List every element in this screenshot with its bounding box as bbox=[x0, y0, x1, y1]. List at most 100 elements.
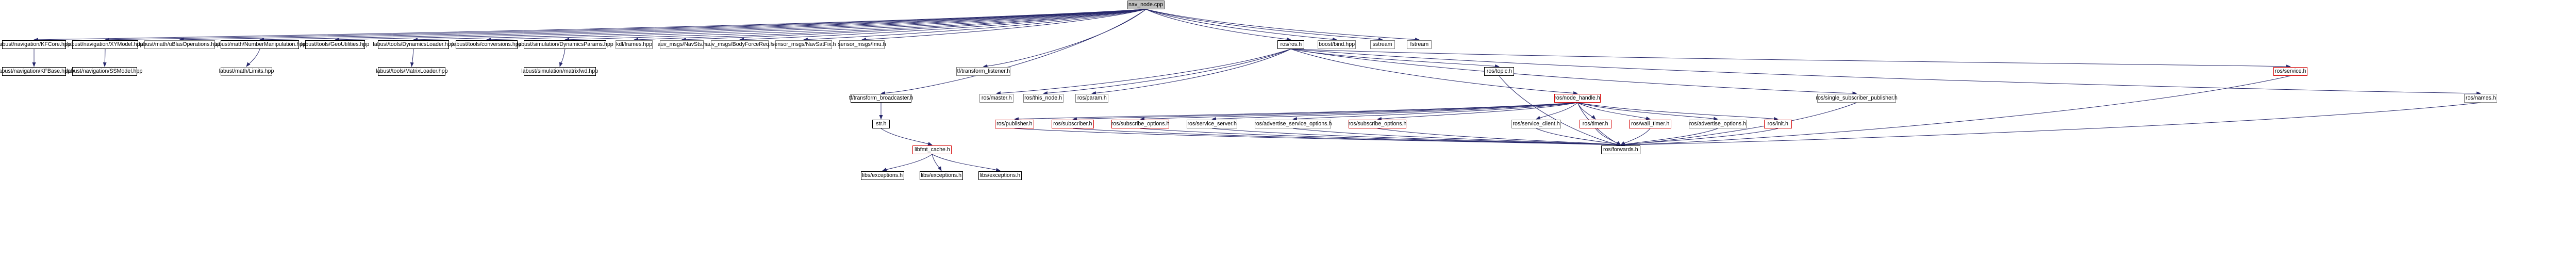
graph-edge bbox=[1211, 128, 1621, 147]
graph-edge bbox=[932, 154, 942, 171]
graph-edge bbox=[1145, 9, 1420, 41]
graph-node[interactable]: kdl/frames.hpp bbox=[616, 40, 653, 49]
graph-node[interactable]: tf/transform_broadcaster.h bbox=[849, 94, 913, 103]
graph-node[interactable]: sensor_msgs/NavSatFix.h bbox=[772, 40, 836, 49]
graph-edge bbox=[1536, 128, 1621, 146]
graph-node-label: kdl/frames.hpp bbox=[616, 41, 652, 47]
graph-node[interactable]: ros/service_server.h bbox=[1187, 120, 1237, 128]
graph-edge bbox=[880, 128, 933, 145]
graph-node-label: auv_msgs/NavSts.h bbox=[657, 41, 706, 47]
graph-node-label: sstream bbox=[1373, 41, 1392, 47]
graph-node-label: ros/subscriber.h bbox=[1053, 121, 1092, 127]
graph-node[interactable]: ros/single_subscriber_publisher.h bbox=[1816, 94, 1898, 103]
graph-edge bbox=[1292, 102, 1578, 121]
graph-node[interactable]: labust/tools/conversions.hpp bbox=[452, 40, 521, 49]
graph-node-label: boost/bind.hpp bbox=[1319, 41, 1355, 47]
graph-node[interactable]: ros/timer.h bbox=[1580, 120, 1611, 128]
graph-node[interactable]: labust/math/Limits.hpp bbox=[219, 67, 274, 76]
graph-edge bbox=[1377, 128, 1621, 147]
graph-edge bbox=[34, 9, 1146, 42]
graph-node[interactable]: labust/math/uBlasOperations.hpp bbox=[139, 40, 220, 49]
graph-edge bbox=[1043, 48, 1291, 95]
graph-edge bbox=[259, 9, 1146, 42]
graph-node[interactable]: ros/subscribe_options.h bbox=[1111, 120, 1169, 128]
graph-node[interactable]: boost/bind.hpp bbox=[1318, 40, 1356, 49]
graph-node[interactable]: labust/simulation/matrixfwd.hpp bbox=[521, 67, 599, 76]
graph-edge bbox=[105, 9, 1146, 42]
graph-node-label: labust/tools/conversions.hpp bbox=[452, 41, 522, 47]
graph-node-label: ros/single_subscriber_publisher.h bbox=[1816, 95, 1898, 101]
graph-node-label: ros/node_handle.h bbox=[1554, 95, 1601, 101]
graph-edge bbox=[1091, 48, 1291, 95]
graph-node[interactable]: ros/service_client.h bbox=[1511, 120, 1561, 128]
graph-edge bbox=[1595, 128, 1621, 145]
graph-node[interactable]: labust/tools/GeoUtilities.hpp bbox=[301, 40, 369, 49]
graph-node-label: labust/navigation/KFBase.hpp bbox=[0, 68, 71, 74]
graph-node[interactable]: ros/forwards.h bbox=[1601, 145, 1640, 154]
graph-node[interactable]: ros/master.h bbox=[979, 94, 1013, 103]
graph-node[interactable]: fstream bbox=[1407, 40, 1432, 49]
graph-node[interactable]: ros/wall_timer.h bbox=[1629, 120, 1671, 128]
graph-node[interactable]: ros/param.h bbox=[1075, 94, 1108, 103]
graph-node[interactable]: sensor_msgs/Imu.h bbox=[838, 40, 886, 49]
graph-node[interactable]: libs/exceptions.h bbox=[920, 171, 963, 180]
graph-edge bbox=[1577, 102, 1651, 120]
graph-node[interactable]: labust/navigation/KFCore.hpp bbox=[0, 40, 70, 49]
graph-node[interactable]: libs/exceptions.h bbox=[861, 171, 904, 180]
graph-edge bbox=[803, 9, 1146, 42]
graph-edge bbox=[1577, 102, 1779, 121]
graph-node[interactable]: ros/this_node.h bbox=[1023, 94, 1063, 103]
graph-node-label: libs/exceptions.h bbox=[862, 172, 903, 178]
graph-node-label: ros/subscribe_options.h bbox=[1348, 121, 1407, 127]
graph-node[interactable]: tf/transform_listener.h bbox=[956, 67, 1010, 76]
graph-edge bbox=[1499, 75, 1621, 147]
graph-node[interactable]: labust/navigation/KFBase.hpp bbox=[0, 67, 71, 76]
graph-node[interactable]: ros/subscriber.h bbox=[1052, 120, 1094, 128]
graph-node-label: labust/simulation/matrixfwd.hpp bbox=[521, 68, 599, 74]
graph-node[interactable]: libfmt_cache.h bbox=[912, 145, 952, 154]
graph-node[interactable]: ros/names.h bbox=[2464, 94, 2497, 103]
graph-node[interactable]: ros/advertise_options.h bbox=[1689, 120, 1747, 128]
graph-edge bbox=[1145, 9, 1383, 41]
graph-node-label: libs/exceptions.h bbox=[979, 172, 1021, 178]
graph-node[interactable]: ros/subscribe_options.h bbox=[1349, 120, 1406, 128]
graph-node-label: sensor_msgs/NavSatFix.h bbox=[771, 41, 836, 47]
graph-node-label: labust/math/NumberManipulation.hpp bbox=[214, 41, 306, 47]
graph-node[interactable]: auv_msgs/BodyForceReq.h bbox=[706, 40, 774, 49]
graph-node-label: ros/service.h bbox=[2274, 68, 2306, 74]
graph-node[interactable]: labust/navigation/XYModel.hpp bbox=[67, 40, 143, 49]
graph-node-label: ros/service_client.h bbox=[1513, 121, 1560, 127]
graph-edge bbox=[179, 9, 1146, 42]
graph-edge bbox=[559, 48, 566, 67]
graph-node-label: labust/navigation/XYModel.hpp bbox=[67, 41, 143, 47]
graph-node[interactable]: labust/navigation/SSModel.hpp bbox=[67, 67, 143, 76]
graph-node[interactable]: ros/init.h bbox=[1764, 120, 1792, 128]
graph-edge bbox=[996, 48, 1291, 95]
graph-node[interactable]: labust/math/NumberManipulation.hpp bbox=[214, 40, 306, 49]
graph-node[interactable]: ros/advertise_service_options.h bbox=[1254, 120, 1332, 128]
graph-node-label: labust/navigation/SSModel.hpp bbox=[67, 68, 143, 74]
graph-node-label: ros/param.h bbox=[1077, 95, 1107, 101]
graph-node-label: ros/publisher.h bbox=[996, 121, 1033, 127]
graph-node[interactable]: sstream bbox=[1370, 40, 1395, 49]
graph-node-label: labust/math/Limits.hpp bbox=[219, 68, 274, 74]
graph-node[interactable]: labust/tools/MatrixLoader.hpp bbox=[376, 67, 447, 76]
graph-node[interactable]: ros/ros.h bbox=[1277, 40, 1304, 49]
graph-node[interactable]: ros/service.h bbox=[2273, 67, 2307, 76]
graph-edge bbox=[1140, 102, 1578, 121]
graph-node[interactable]: auv_msgs/NavSts.h bbox=[657, 40, 706, 49]
graph-node[interactable]: ros/publisher.h bbox=[995, 120, 1034, 128]
graph-node[interactable]: str.h bbox=[872, 120, 890, 128]
graph-node[interactable]: libs/exceptions.h bbox=[978, 171, 1022, 180]
graph-node[interactable]: ros/node_handle.h bbox=[1554, 94, 1601, 103]
graph-node[interactable]: labust/tools/DynamicsLoader.hpp bbox=[373, 40, 454, 49]
graph-node[interactable]: nav_node.cpp bbox=[1127, 1, 1165, 9]
graph-node-label: ros/this_node.h bbox=[1024, 95, 1062, 101]
graph-node[interactable]: ros/topic.h bbox=[1484, 67, 1514, 76]
graph-edge bbox=[1290, 48, 1500, 68]
graph-edge bbox=[1377, 102, 1578, 121]
graph-edge bbox=[1620, 75, 2291, 147]
graph-node[interactable]: labust/simulation/DynamicsParams.hpp bbox=[517, 40, 613, 49]
graph-node-label: ros/advertise_service_options.h bbox=[1254, 121, 1332, 127]
